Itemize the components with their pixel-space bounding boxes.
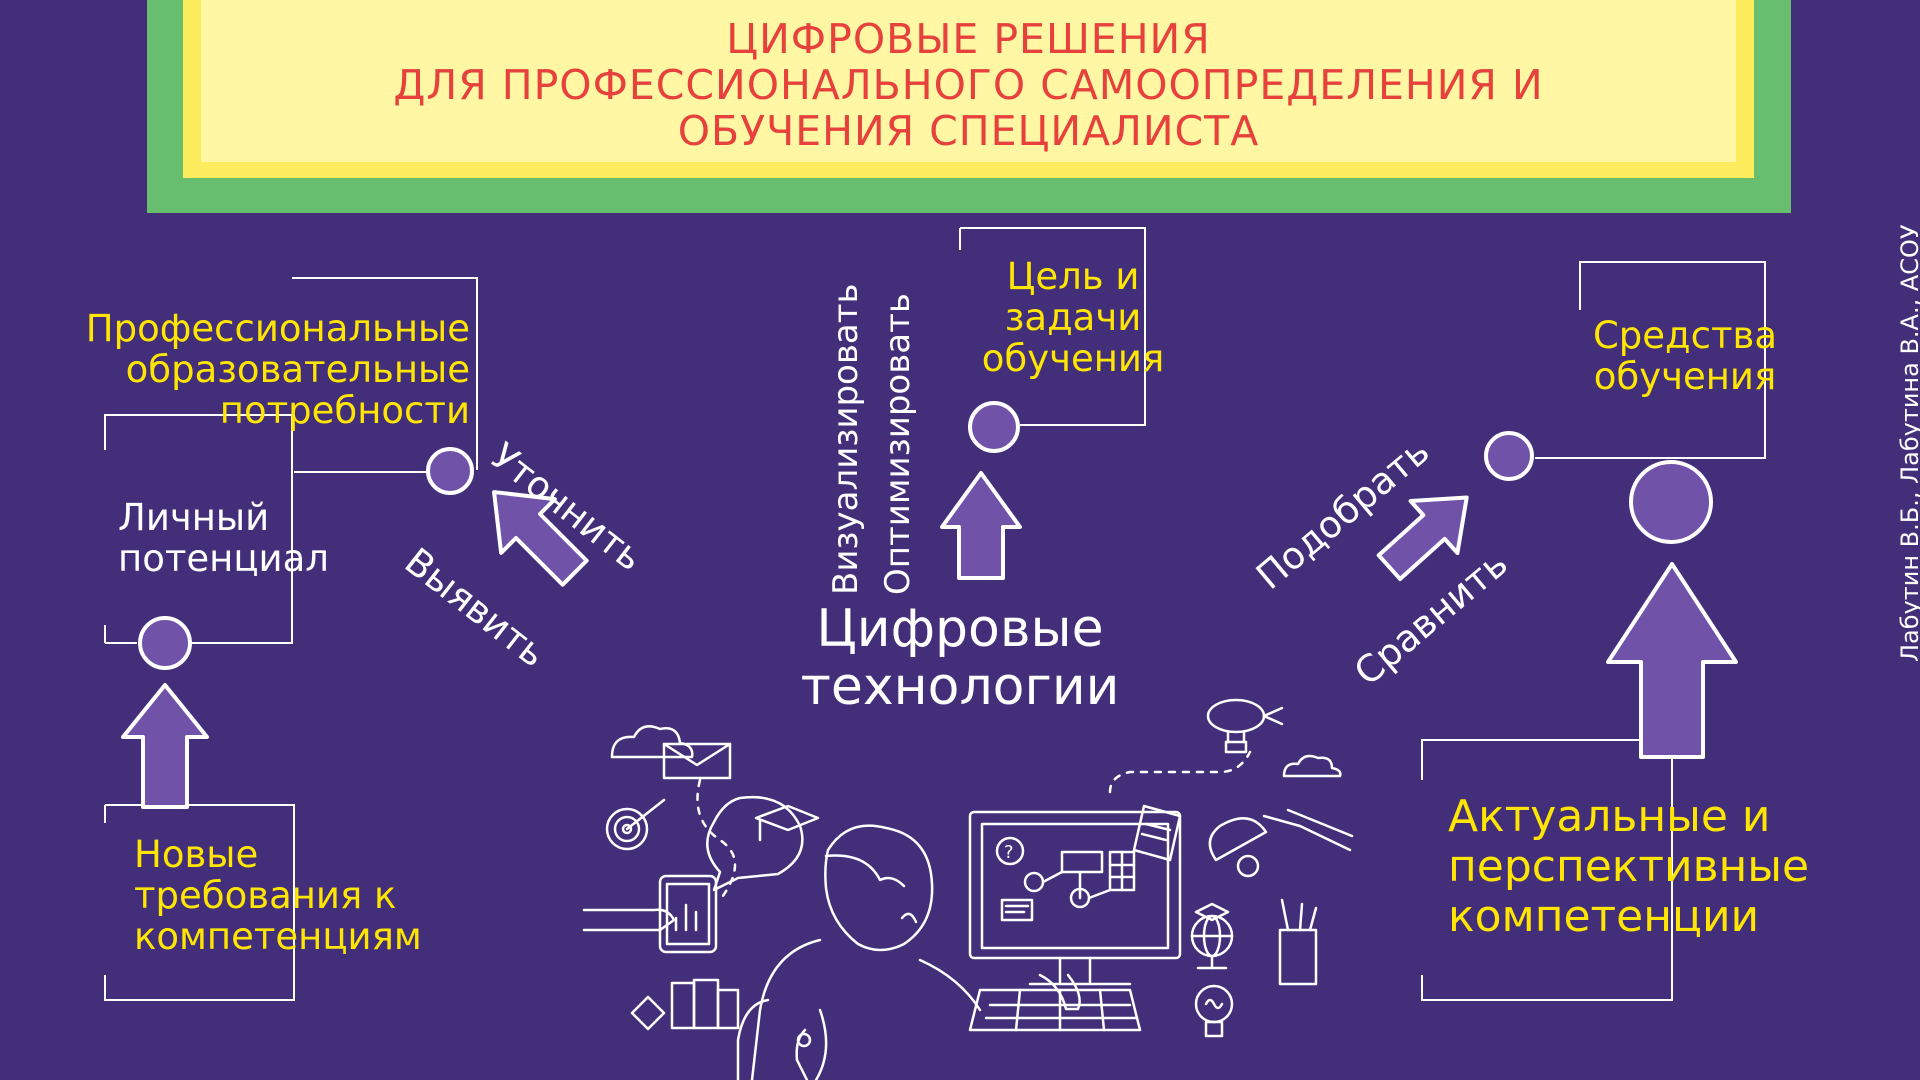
- label-competencies-line-2: перспективные: [1448, 841, 1810, 892]
- label-new-reqs-line-1: Новые: [134, 833, 259, 876]
- cloud-icon-2: [1282, 754, 1342, 778]
- node-circle-means: [1484, 431, 1534, 481]
- label-digital-line-1: Цифровые: [816, 599, 1104, 659]
- pencil-cup-icon: [1278, 928, 1318, 986]
- frame-means: [1535, 261, 1766, 459]
- header-panel: [201, 0, 1736, 162]
- target-icon: [605, 807, 649, 851]
- label-means: Средства обучения: [1540, 315, 1830, 397]
- speech-bubble-icon: [706, 795, 804, 892]
- person-body: [750, 938, 822, 1080]
- label-goal-line-2: задачи: [1004, 296, 1142, 339]
- arrow-diag-means: [1376, 495, 1469, 582]
- illustration-person-computer: [582, 698, 1354, 1080]
- label-digital-line-2: технологии: [800, 657, 1120, 717]
- page-title: ЦИФРОВЫЕ РЕШЕНИЯ ДЛЯ ПРОФЕССИОНАЛЬНОГО С…: [201, 16, 1736, 154]
- screen-question-mark: ?: [1004, 842, 1014, 863]
- airship-icon: [1206, 698, 1266, 734]
- author-credit: Лабутин В.Б., Лабутина В.А., АСОУ: [1896, 224, 1920, 662]
- verb-visualize: Визуализировать: [826, 283, 866, 595]
- label-personal-potential: Личный потенциал: [118, 497, 358, 579]
- label-competencies-line-1: Актуальные и: [1448, 791, 1771, 842]
- frame-goal: [960, 227, 1146, 426]
- frame-personal: [104, 414, 293, 644]
- sticky-note-icon: [1132, 804, 1182, 862]
- label-digital-technologies: Цифровые технологии: [740, 600, 1180, 716]
- frame-new-reqs: [104, 804, 295, 1001]
- buildings-icon: [670, 981, 696, 1030]
- node-circle-personal: [138, 616, 192, 670]
- arrow-up-competencies: [1606, 562, 1738, 759]
- envelope-icon: [662, 742, 732, 780]
- label-prof-needs-line-1: Профессиональные: [85, 307, 470, 350]
- label-prof-needs-line-2: образовательные: [125, 348, 470, 391]
- label-goal-line-3: обучения: [981, 337, 1165, 380]
- label-means-line-1: Средства: [1592, 314, 1778, 357]
- desk-lamp-icon: [1208, 817, 1268, 862]
- label-prof-needs-line-3: потребности: [219, 389, 470, 432]
- frame-prof-needs: [292, 277, 478, 470]
- label-goal: Цель и задачи обучения: [958, 256, 1188, 379]
- keyboard-icon: [968, 988, 1142, 1032]
- arrow-diag-needs: [492, 490, 589, 587]
- graduation-cap-icon: [754, 804, 820, 832]
- label-personal-line-1: Личный: [118, 496, 270, 539]
- arrow-up-goal: [940, 471, 1022, 580]
- cloud-icon: [610, 725, 694, 759]
- tablet-icon: [658, 874, 718, 954]
- title-line-3: ОБУЧЕНИЯ СПЕЦИАЛИСТА: [677, 107, 1260, 155]
- title-line-1: ЦИФРОВЫЕ РЕШЕНИЯ: [726, 15, 1211, 63]
- label-competencies: Актуальные и перспективные компетенции: [1448, 792, 1908, 942]
- label-goal-line-1: Цель и: [1006, 255, 1140, 298]
- person-head: [824, 824, 934, 952]
- arrow-up-personal: [121, 683, 209, 809]
- node-circle-competencies: [1629, 460, 1713, 544]
- verb-optimize: Оптимизировать: [878, 293, 918, 595]
- title-line-2: ДЛЯ ПРОФЕССИОНАЛЬНОГО САМООПРЕДЕЛЕНИЯ И: [393, 61, 1544, 109]
- frame-competencies: [1421, 739, 1673, 1001]
- node-circle-needs: [426, 447, 474, 495]
- label-new-requirements: Новые требования к компетенциям: [134, 834, 494, 957]
- label-new-reqs-line-3: компетенциям: [134, 915, 422, 958]
- monitor-icon: [968, 810, 1182, 960]
- label-prof-needs: Профессиональные образовательные потребн…: [0, 308, 470, 431]
- label-means-line-2: обучения: [1593, 355, 1777, 398]
- node-circle-goal: [968, 401, 1020, 453]
- label-personal-line-2: потенциал: [118, 537, 329, 580]
- label-new-reqs-line-2: требования к: [134, 874, 397, 917]
- label-competencies-line-3: компетенции: [1448, 891, 1760, 942]
- chair-icon: [736, 998, 770, 1080]
